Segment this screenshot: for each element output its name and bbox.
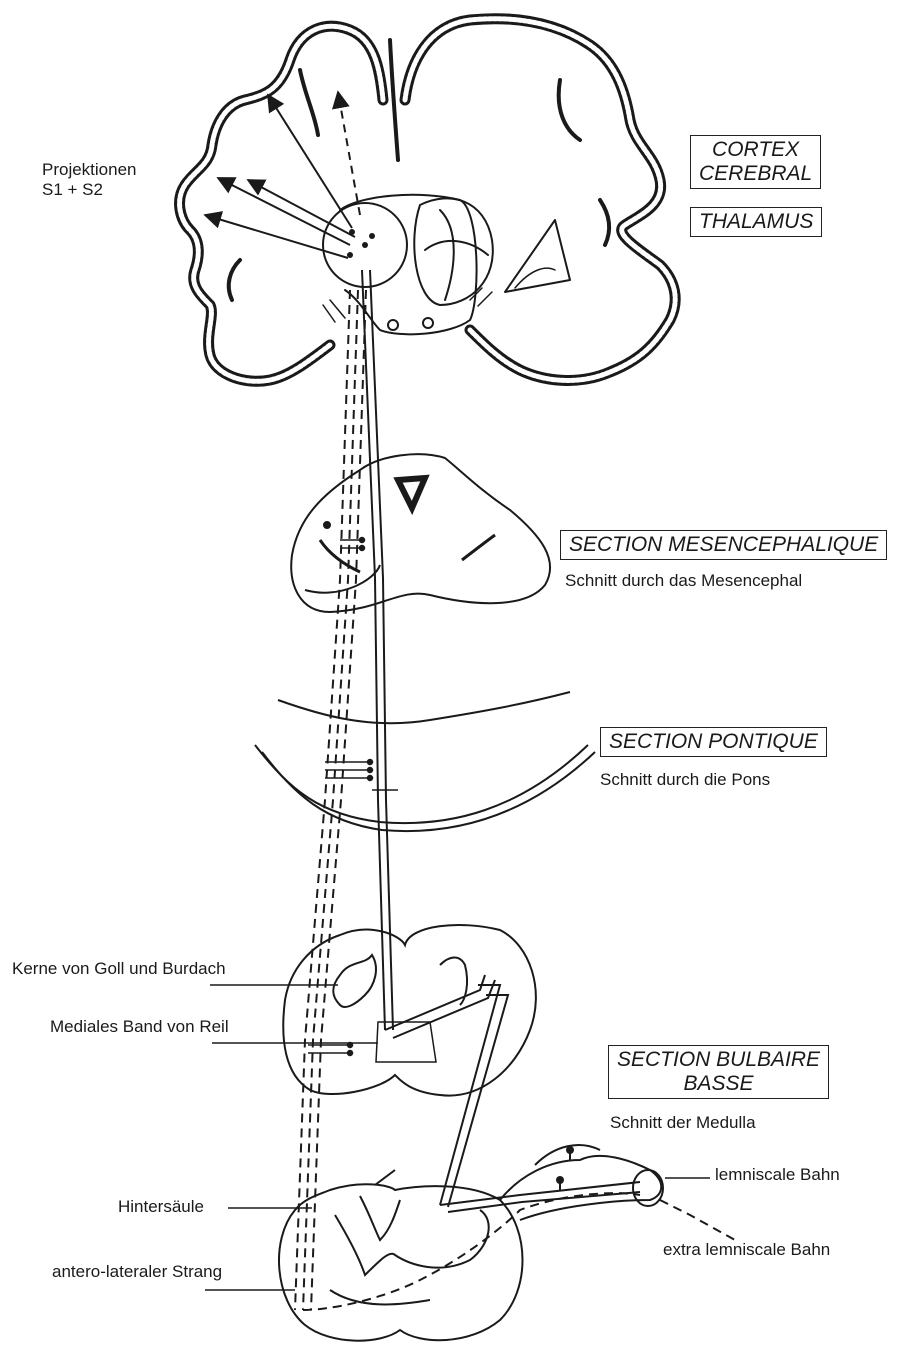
cortex-cerebral-box: CORTEX CEREBRAL: [690, 135, 821, 189]
right-hemisphere-cortex: [405, 19, 675, 381]
lemniscal-tract: [362, 270, 640, 1212]
projektionen-label: Projektionen S1 + S2: [42, 160, 137, 199]
sulcus: [600, 200, 609, 245]
mesencephalique-text: SECTION MESENCEPHALIQUE: [569, 533, 878, 557]
diencephalon-base: [340, 195, 477, 335]
hintersaule-label: Hintersäule: [118, 1197, 204, 1217]
mesencephalon-section: [291, 454, 550, 612]
extra-lemniscale-label: extra lemniscale Bahn: [663, 1240, 830, 1260]
projektionen-text: Projektionen: [42, 160, 137, 179]
ventricle: [505, 220, 570, 292]
extralemniscal-tract: [295, 290, 735, 1310]
mesencephal-subtitle: Schnitt durch das Mesencephal: [565, 571, 802, 591]
antero-label: antero-lateraler Strang: [52, 1262, 222, 1282]
midline-fissure: [390, 40, 398, 160]
spinal-cord-section: [279, 1145, 663, 1341]
pontique-box: SECTION PONTIQUE: [600, 727, 827, 757]
cortex-line2: CEREBRAL: [699, 162, 812, 186]
sulcus: [559, 80, 580, 140]
brain-section: [180, 19, 676, 382]
thalamic-synapses: [347, 229, 375, 258]
sulcus: [300, 70, 318, 135]
bulbaire-line1: SECTION BULBAIRE: [617, 1048, 820, 1072]
medulla-subtitle: Schnitt der Medulla: [610, 1113, 756, 1133]
sulcus: [229, 260, 240, 300]
kerne-label: Kerne von Goll und Burdach: [12, 959, 226, 979]
s1s2-text: S1 + S2: [42, 180, 103, 199]
pons-subtitle: Schnitt durch die Pons: [600, 770, 770, 790]
pontique-text: SECTION PONTIQUE: [609, 730, 818, 754]
thalamus-text: THALAMUS: [699, 210, 813, 234]
cortex-line1: CORTEX: [699, 138, 812, 162]
bulbaire-line2: BASSE: [617, 1072, 820, 1096]
mesencephalique-box: SECTION MESENCEPHALIQUE: [560, 530, 887, 560]
lemniscale-label: lemniscale Bahn: [715, 1165, 840, 1185]
bulbaire-box: SECTION BULBAIRE BASSE: [608, 1045, 829, 1099]
pons-section: [255, 692, 595, 831]
mediales-label: Mediales Band von Reil: [50, 1017, 229, 1037]
thalamus-box: THALAMUS: [690, 207, 822, 237]
